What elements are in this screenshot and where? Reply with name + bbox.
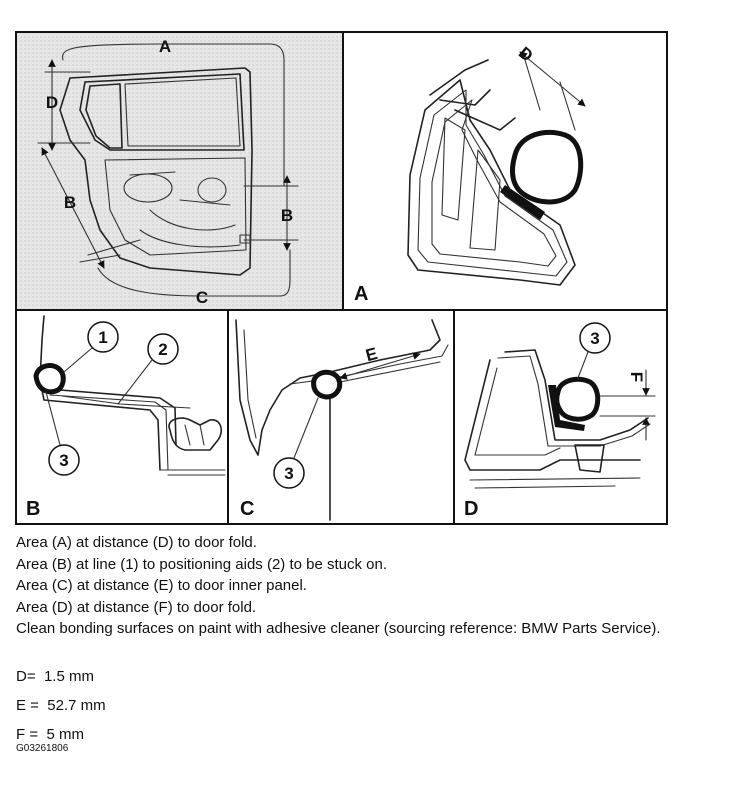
- caption-area-a: Area (A) at distance (D) to door fold.: [16, 534, 257, 551]
- detail-d-label: D: [464, 498, 478, 520]
- callout-b-1: 1: [98, 328, 107, 347]
- detail-a-dim-d: D: [515, 43, 537, 65]
- spec-f: F = 5 mm: [16, 720, 106, 749]
- spec-d-value: 1.5 mm: [43, 668, 94, 685]
- caption-area-d: Area (D) at distance (F) to door fold.: [16, 598, 257, 616]
- overview-dim-b-left: B: [64, 193, 76, 212]
- figure-code: G03261806: [16, 743, 69, 754]
- caption-area-b: Area (B) at line (1) to positioning aids…: [16, 555, 388, 573]
- spec-e: E = 52.7 mm: [16, 691, 106, 720]
- caption-list: Area (A) at distance (D) to door fold. A…: [16, 532, 746, 640]
- callout-c-3: 3: [284, 464, 293, 483]
- spec-f-value: 5 mm: [46, 726, 84, 743]
- installation-diagram: A D B B C D: [15, 31, 668, 525]
- spec-list: D= 1.5 mm E = 52.7 mm F = 5 mm: [16, 662, 106, 749]
- spec-d-key: D=: [16, 668, 36, 685]
- detail-a-label: A: [354, 283, 368, 305]
- caption-area-c: Area (C) at distance (E) to door inner p…: [16, 577, 307, 594]
- callout-b-2: 2: [158, 340, 167, 359]
- spec-e-value: 52.7 mm: [47, 697, 106, 714]
- overview-dim-b-right: B: [281, 206, 293, 225]
- overview-dim-c: C: [196, 288, 208, 307]
- spec-d: D= 1.5 mm: [16, 662, 106, 691]
- overview-panel: A D B B C: [15, 31, 344, 311]
- seal-profile-c: [311, 369, 343, 400]
- detail-a-panel: D A: [342, 31, 668, 311]
- detail-c-label: C: [240, 498, 254, 520]
- detail-c-panel: E 3 C: [227, 309, 455, 525]
- detail-d-dim-f: F: [627, 372, 646, 382]
- caption-cleaning-note: Clean bonding surfaces on paint with adh…: [16, 620, 661, 637]
- detail-d-panel: F 3 D: [453, 309, 668, 525]
- spec-e-key: E =: [16, 697, 39, 714]
- detail-b-label: B: [26, 498, 40, 520]
- overview-dim-d: D: [46, 93, 58, 112]
- detail-c-dim-e: E: [364, 344, 380, 365]
- seal-profile-b: [33, 363, 66, 395]
- overview-dim-a: A: [159, 37, 171, 56]
- seal-profile-a: [500, 129, 584, 220]
- spec-f-key: F =: [16, 726, 39, 743]
- callout-b-3: 3: [59, 451, 68, 470]
- detail-b-panel: 1 2 3 B: [15, 309, 229, 525]
- callout-d-3: 3: [590, 329, 599, 348]
- seal-profile-d: [548, 376, 601, 431]
